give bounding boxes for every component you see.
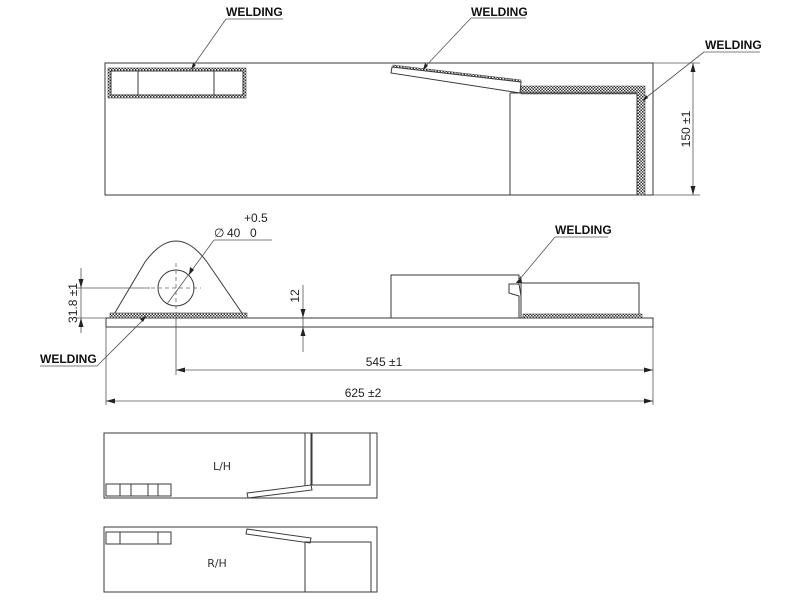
rh-tube-block xyxy=(105,531,172,545)
right-hand-variant: R/H xyxy=(103,526,378,593)
lh-tube-block xyxy=(105,483,172,497)
box-left xyxy=(390,274,520,319)
weld-label-box: WELDING xyxy=(555,223,612,237)
lh-label: L/H xyxy=(213,460,231,473)
lh-box xyxy=(311,432,371,486)
rh-outline xyxy=(103,526,378,593)
lifting-lug xyxy=(112,240,245,317)
hole-to-end-dimension: 545 ±1 xyxy=(366,355,403,369)
weld-label-angle: WELDING xyxy=(705,38,762,52)
hole-tolerance-lower: 0 xyxy=(250,226,257,240)
hole-diameter-symbol: ∅ xyxy=(214,226,224,240)
angle-profile xyxy=(508,283,522,319)
top-view: WELDING WELDING WELDING 150 ±1 xyxy=(104,5,762,196)
hole-tolerance-upper: +0.5 xyxy=(244,211,268,225)
plate-thickness-dimension: 12 xyxy=(288,289,302,303)
lh-slanted-plate xyxy=(246,484,313,499)
left-hand-variant: L/H xyxy=(103,432,378,499)
hole-diameter: 40 xyxy=(227,226,241,240)
top-view-outline xyxy=(104,62,654,196)
tube-block xyxy=(110,70,244,96)
box-right xyxy=(520,282,640,319)
rh-slanted-plate xyxy=(245,528,312,544)
rh-label: R/H xyxy=(207,557,227,570)
overall-length-dimension: 625 ±2 xyxy=(345,386,382,400)
rh-box xyxy=(304,541,372,593)
weld-label-lug: WELDING xyxy=(40,352,97,366)
weld-label-tube: WELDING xyxy=(226,5,283,19)
base-plate xyxy=(105,317,654,328)
weld-bead-box xyxy=(522,313,643,319)
slanted-plate xyxy=(390,66,522,94)
weld-bead-lug xyxy=(109,312,248,319)
weld-label-plate: WELDING xyxy=(471,5,528,19)
lh-outline xyxy=(103,432,378,499)
side-view: ∅ 40 +0.5 0 31.8 ±1 12 WELDING WELDING xyxy=(40,211,654,405)
height-dimension: 150 ±1 xyxy=(679,110,693,147)
weld-bead-angle xyxy=(520,85,646,196)
hole-height-dimension: 31.8 ±1 xyxy=(66,283,80,323)
